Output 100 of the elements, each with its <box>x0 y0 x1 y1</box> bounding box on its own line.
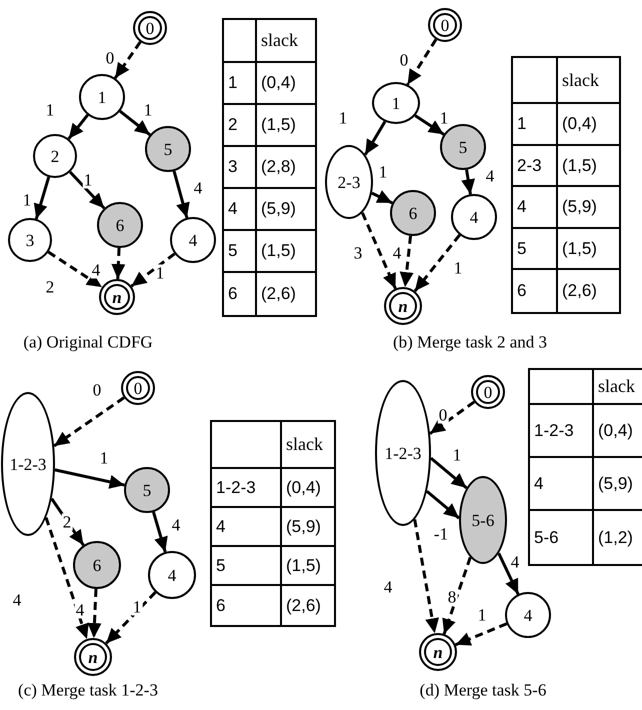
end-node: n <box>384 287 422 325</box>
arrow <box>461 169 476 195</box>
edge-label: 3 <box>352 244 364 262</box>
arrow <box>371 190 393 204</box>
arrow <box>455 622 508 646</box>
edge-label: 0 <box>438 406 448 424</box>
edge-label: 4 <box>382 578 394 596</box>
edge-label: 0 <box>104 50 116 66</box>
task-node: 5-6 <box>459 476 507 564</box>
table-cell: 6 <box>224 273 257 315</box>
arrow <box>69 170 106 210</box>
arrow <box>430 456 468 490</box>
start-node: 0 <box>133 11 167 45</box>
edge-label: 4 <box>90 262 102 278</box>
arrow <box>68 114 89 140</box>
figure-caption: (c) Merge task 1-2-3 <box>18 682 158 698</box>
end-node: n <box>419 633 457 671</box>
table-cell-text: (2,6) <box>285 594 322 617</box>
task-node: 6 <box>73 541 121 589</box>
table-cell: 6 <box>513 270 558 312</box>
task-node: 2 <box>33 134 77 178</box>
task-node: 5 <box>440 124 486 170</box>
edge-label: 1 <box>438 110 450 126</box>
arrow <box>361 212 397 290</box>
table-cell: (0,4) <box>282 469 334 508</box>
task-node: 6 <box>97 202 143 248</box>
edge-label: 1 <box>154 264 166 282</box>
table-cell: slack <box>558 58 619 104</box>
table-cell: (5,9) <box>257 189 315 231</box>
arrow <box>53 396 125 448</box>
table-cell: (0,4) <box>257 63 315 105</box>
arrow <box>172 170 190 218</box>
arrow <box>497 552 520 595</box>
edge-label: 1 <box>132 598 142 616</box>
table-cell: 4 <box>224 189 257 231</box>
edge-label: 1 <box>22 192 32 208</box>
arrow <box>442 556 472 634</box>
figure-caption: (a) Original CDFG <box>23 334 153 350</box>
edge-label: 1 <box>98 450 110 466</box>
table-cell: (1,5) <box>558 228 619 270</box>
table-cell: 1-2-3 <box>530 405 594 458</box>
table-cell: 5 <box>212 547 282 586</box>
arrow <box>400 236 414 288</box>
arrow <box>406 38 438 86</box>
start-node: 0 <box>428 8 462 42</box>
arrow <box>87 588 102 638</box>
table-cell: 1-2-3 <box>212 469 282 508</box>
table-cell: 4 <box>513 187 558 228</box>
table-cell: slack <box>257 20 315 63</box>
edge-label: 4 <box>192 180 204 196</box>
table-cell: 2 <box>224 105 257 147</box>
figure-caption: (b) Merge task 2 and 3 <box>392 334 548 350</box>
task-node: 4 <box>148 551 196 599</box>
task-node: 1 <box>372 82 420 124</box>
arrow <box>413 519 439 634</box>
table-cell: 5 <box>513 228 558 270</box>
edge-label: 4 <box>392 244 402 262</box>
edge-label: 1 <box>452 260 464 276</box>
arrow <box>114 41 142 79</box>
task-node: 4 <box>505 592 551 638</box>
arrow <box>130 252 176 288</box>
task-node: 1-2-3 <box>1 392 55 536</box>
task-node: 5 <box>145 126 191 172</box>
table-cell: 4 <box>530 458 594 511</box>
arrow <box>48 250 103 288</box>
table-cell: slack <box>282 422 334 469</box>
table-cell: (5,9) <box>594 458 642 511</box>
task-node: 1-2-3 <box>375 380 431 526</box>
table-cell: slack <box>594 370 642 405</box>
task-node: 3 <box>8 218 52 262</box>
edge-label: 1 <box>338 110 348 126</box>
table-cell-text: (2,6) <box>260 283 297 306</box>
start-node: 0 <box>121 371 155 405</box>
table-cell: (5,9) <box>282 508 334 547</box>
table-cell: (1,5) <box>282 547 334 586</box>
table-cell: 6 <box>212 586 282 625</box>
edge-label: 2 <box>44 278 56 296</box>
edge-label: 1 <box>452 446 462 464</box>
edge-label: 4 <box>484 168 496 184</box>
table-cell-text: (2,6) <box>561 280 598 302</box>
table-cell: 5-6 <box>530 511 594 564</box>
table-cell: (0,4) <box>594 405 642 458</box>
table-cell: 1 <box>513 104 558 146</box>
table-cell: 5 <box>224 231 257 273</box>
edge-label: 4 <box>12 592 22 608</box>
table-cell: 4 <box>212 508 282 547</box>
arrow <box>426 490 460 520</box>
edge-label: -1 <box>432 526 450 542</box>
task-node: 6 <box>390 190 436 236</box>
end-node: n <box>74 638 112 676</box>
edge-label: 4 <box>170 516 182 534</box>
arrow <box>105 591 156 644</box>
edge-label: 4 <box>510 554 520 570</box>
table-cell: 2-3 <box>513 146 558 187</box>
task-node: 5 <box>124 467 170 513</box>
arrow <box>54 468 125 489</box>
arrow <box>414 234 461 292</box>
task-node: 2-3 <box>325 145 373 219</box>
table-cell: (0,4) <box>558 104 619 146</box>
edge-label: 0 <box>398 52 410 68</box>
